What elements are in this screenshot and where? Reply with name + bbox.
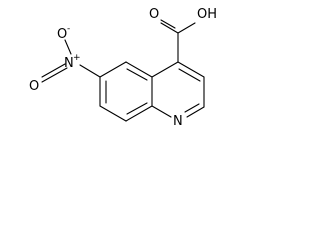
bond-n-o-top	[64, 39, 72, 55]
bond-c4a-c5-inner	[126, 68, 148, 81]
benzene-ring	[99, 61, 153, 122]
nitro-group: N + O - O	[29, 24, 101, 94]
bond-c4-c4a	[151, 61, 179, 78]
nitro-oxygen-top-charge: -	[67, 24, 70, 34]
nitro-oxygen-bottom-label: O	[29, 79, 39, 94]
bond-c7-c8	[99, 105, 127, 122]
nitro-oxygen-top-label: O	[57, 27, 67, 42]
hydroxyl-label: OH	[197, 7, 217, 22]
bond-c2-n1	[186, 106, 205, 118]
bond-c4a-c5	[125, 61, 153, 78]
bond-n-o-bottom	[41, 67, 68, 83]
bond-c4-c3	[177, 61, 205, 78]
bond-c-oh	[177, 22, 196, 34]
nitro-nitrogen-charge: +	[73, 53, 81, 63]
pyridine-ring	[151, 61, 205, 118]
bond-c8-c8a	[125, 105, 153, 122]
ring-nitrogen-label: N	[173, 114, 183, 129]
bond-c-o-double-a	[160, 22, 179, 34]
carbonyl-oxygen-label: O	[149, 7, 159, 22]
bond-n-o-bottom-inner	[41, 63, 66, 78]
nitroquinoline-carboxylic-acid-structure: O OH N + O - O N	[29, 7, 217, 129]
bond-c8-c8a-inner	[126, 102, 148, 115]
bond-c5-c6	[99, 61, 127, 78]
bond-c4-c3-inner	[178, 68, 201, 82]
bond-n1-c8a	[151, 105, 172, 118]
carboxylic-acid-group: O OH	[149, 7, 217, 63]
bond-c6-nitro	[79, 64, 101, 78]
bond-c2-n1-inner	[184, 103, 200, 113]
bond-c-o-double-b	[160, 19, 176, 29]
nitro-nitrogen-label: N	[64, 56, 74, 71]
